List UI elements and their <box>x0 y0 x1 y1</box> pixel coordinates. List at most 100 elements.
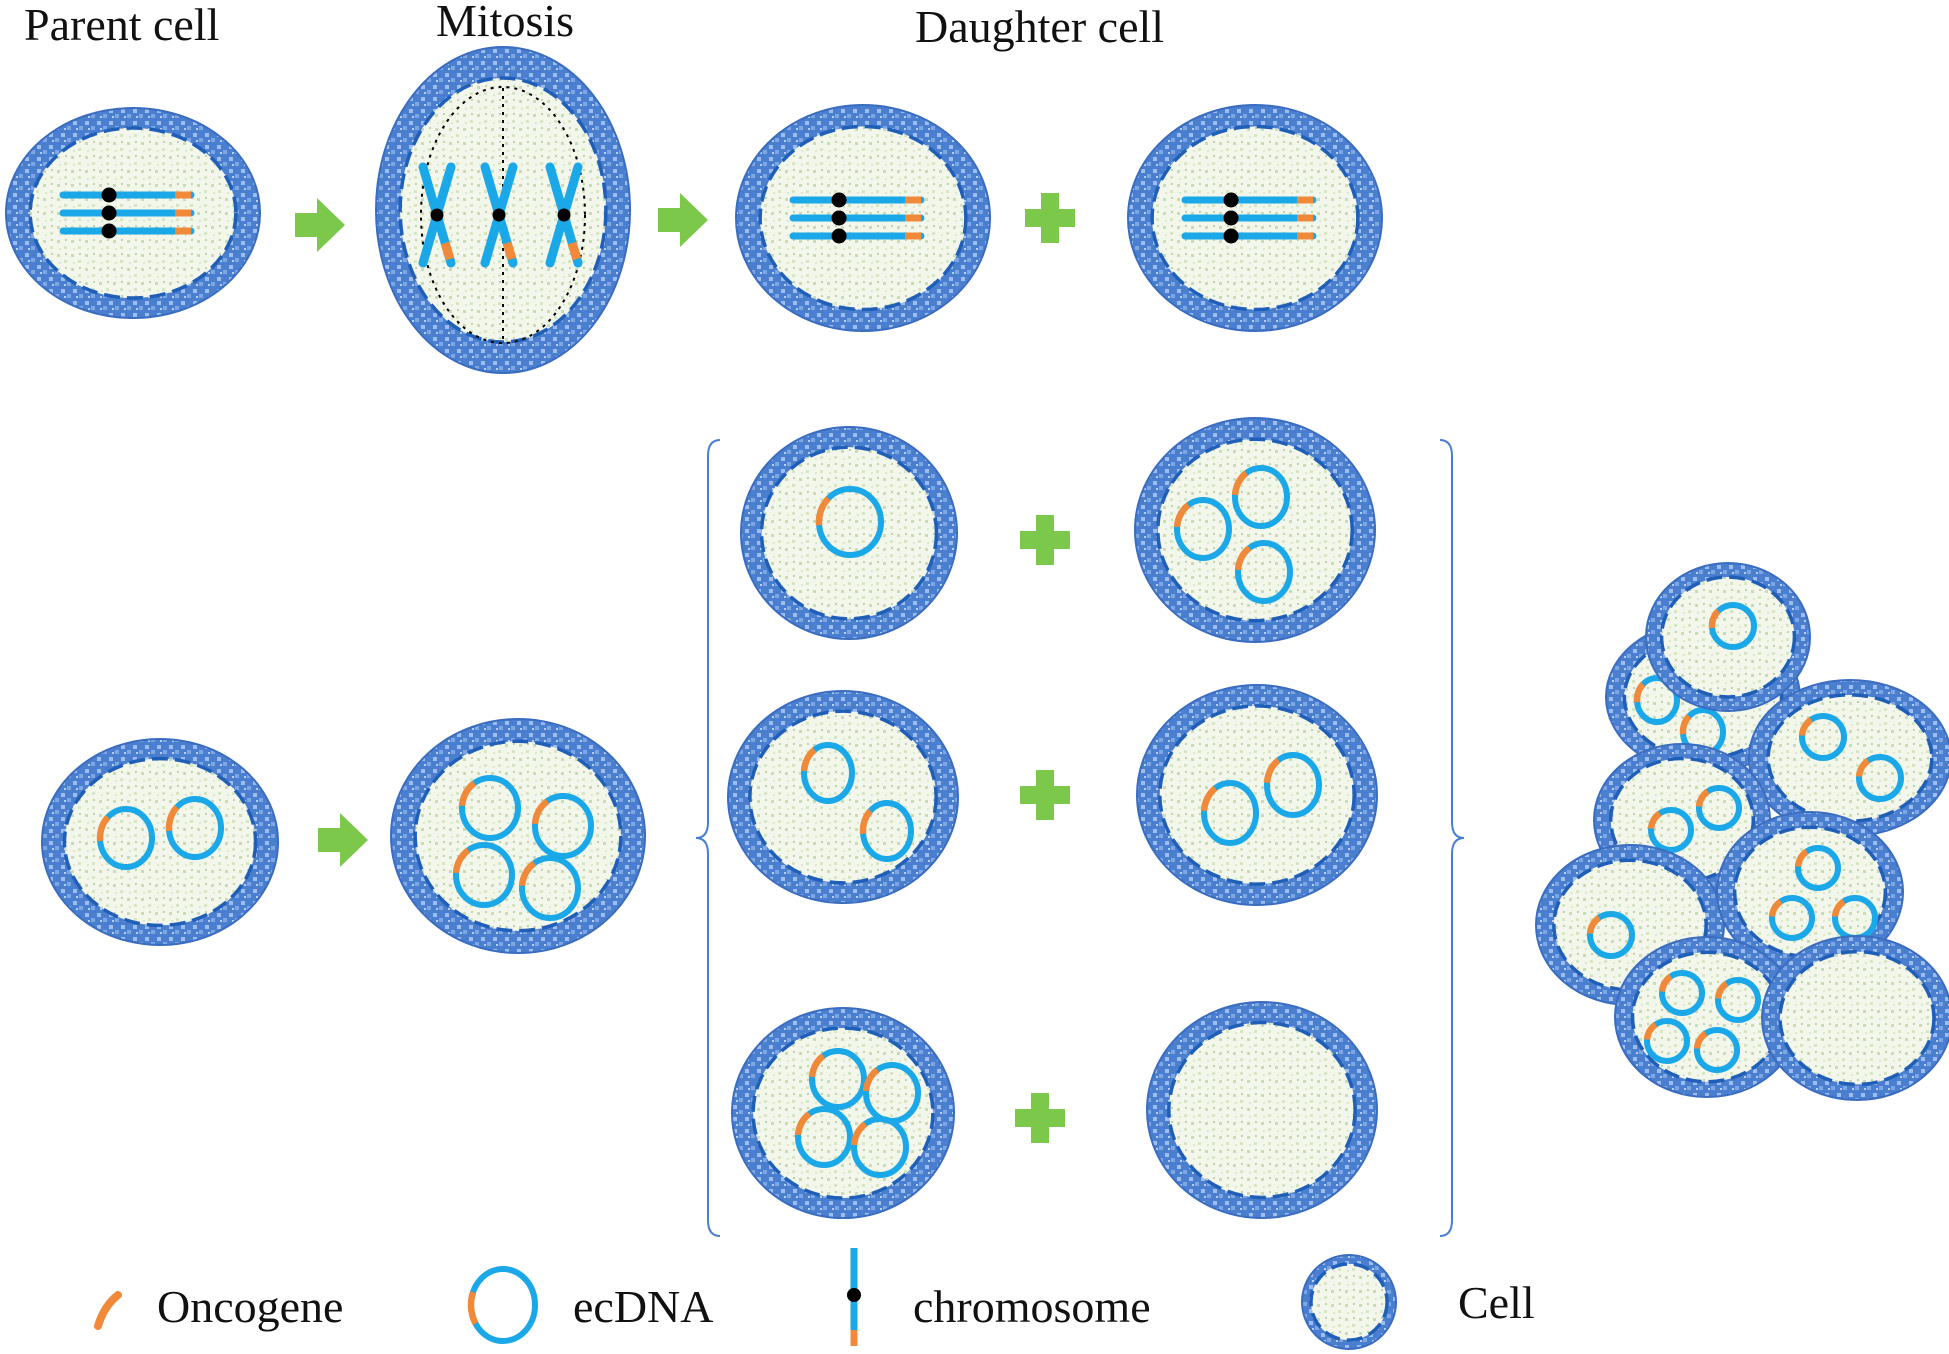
right-arrow-icon <box>295 198 345 252</box>
legend-ecdna-icon <box>467 1266 538 1344</box>
legend-oncogene-label: Oncogene <box>157 1281 343 1332</box>
centromere <box>847 1288 861 1302</box>
oncogene-segment <box>1768 898 1783 918</box>
oncogene-segment <box>1643 1021 1658 1041</box>
oncogene-segment <box>165 805 180 832</box>
oncogene-segment <box>1695 788 1710 808</box>
ecdna-ring <box>1644 1018 1690 1064</box>
cluster-cell <box>1761 935 1949 1101</box>
cell-cytoplasm <box>761 447 937 619</box>
nuclear-envelope <box>1150 124 1360 312</box>
oncogene-segment <box>794 1111 812 1136</box>
ecdna-ring <box>1696 785 1742 831</box>
centromere <box>831 210 847 226</box>
outcome-2-right-cell <box>1136 684 1378 906</box>
centromere <box>492 208 506 222</box>
centromere <box>101 223 117 239</box>
centromere <box>101 205 117 221</box>
ecdna-ring <box>1235 540 1293 604</box>
legend-chromosome-icon <box>847 1248 861 1346</box>
cell-cytoplasm <box>1661 577 1795 697</box>
nuclear-envelope <box>1309 1262 1389 1342</box>
oncogene-segment <box>800 747 817 772</box>
header-parent-cell: Parent cell <box>24 0 219 50</box>
oncogene-segment <box>1714 980 1729 1000</box>
legend-chromosome-label: chromosome <box>913 1281 1151 1332</box>
nuclear-envelope <box>413 739 623 933</box>
ecdna-ring <box>801 742 855 804</box>
nuclear-envelope <box>751 1026 935 1200</box>
nuclear-envelope <box>62 756 258 928</box>
oncogene-segment <box>1658 973 1673 993</box>
ecdna-ring <box>459 775 521 841</box>
cluster-cell <box>1748 679 1949 837</box>
ecdna-ring <box>1769 895 1815 941</box>
oncogene-segment <box>567 241 582 261</box>
cell-cytoplasm <box>1768 694 1932 822</box>
ecdna-ring <box>1174 497 1232 561</box>
parent-cell <box>5 107 261 319</box>
legend-ecdna-label: ecDNA <box>573 1281 714 1332</box>
nuclear-envelope <box>1156 437 1354 623</box>
plus-icon <box>1025 193 1075 243</box>
ecdna-ring <box>1694 1027 1740 1073</box>
oncogene-segment <box>502 241 517 261</box>
header-daughter-cell: Daughter cell <box>915 1 1164 52</box>
cluster-cell <box>1614 936 1800 1098</box>
nuclear-envelope <box>28 126 238 300</box>
ecdna-ring <box>1232 465 1290 529</box>
nuclear-envelope <box>1158 704 1356 886</box>
oncogene-segment <box>1794 848 1809 868</box>
ecdna-ring <box>851 1116 909 1178</box>
ecdna-ring <box>1587 911 1635 959</box>
oncogene-segment <box>1633 682 1646 703</box>
plus-icon <box>1020 770 1070 820</box>
oncogene-segment <box>1234 545 1252 571</box>
centromere <box>831 192 847 208</box>
cell-cytoplasm <box>1157 439 1353 621</box>
nuclear-envelope <box>748 709 938 885</box>
cluster-cell <box>1645 562 1811 712</box>
right-bracket-icon <box>1439 439 1465 1237</box>
legend-ecdna-ring <box>468 1266 538 1344</box>
nuclear-envelope <box>1778 949 1936 1087</box>
oncogene-segment <box>815 496 831 526</box>
oncogene-segment <box>1647 810 1662 830</box>
oncogene-segment <box>1855 757 1871 777</box>
outcome-1-right-cell <box>1134 417 1376 643</box>
centromere <box>1223 210 1239 226</box>
outcome-3-right-cell <box>1146 1001 1378 1219</box>
ecdna-replicated-cell <box>390 718 646 954</box>
oncogene-segment <box>1679 714 1692 735</box>
oncogene-segment <box>531 798 550 825</box>
nuclear-envelope <box>1732 825 1888 959</box>
daughter-cell-2 <box>1127 104 1383 332</box>
cell-cytoplasm <box>1159 705 1355 885</box>
centromere <box>430 208 444 222</box>
ecdna-ring <box>809 1048 867 1110</box>
oncogene-segment <box>518 860 537 887</box>
oncogene-segment <box>1831 898 1846 918</box>
nuclear-envelope <box>1659 575 1797 699</box>
centromere <box>1223 192 1239 208</box>
centromere <box>1223 228 1239 244</box>
oncogene-segment <box>808 1053 826 1078</box>
oncogene-segment <box>96 815 111 842</box>
legend-cell-icon <box>1301 1254 1397 1350</box>
legend <box>94 1248 1397 1350</box>
ecdna-parent-cell <box>41 738 279 946</box>
ecdna-ring <box>1715 977 1761 1023</box>
ecdna-ring <box>1799 713 1847 761</box>
oncogene-segment <box>440 241 455 261</box>
oncogene-segment <box>458 780 477 807</box>
ecdna-ring <box>1856 754 1904 802</box>
oncogene-segment <box>467 1291 479 1325</box>
nuclear-envelope <box>758 124 968 312</box>
right-arrow-icon <box>658 193 708 247</box>
oncogene-segment <box>1586 914 1602 934</box>
plus-icon <box>1020 515 1070 565</box>
nuclear-envelope <box>1167 1020 1357 1200</box>
nuclear-envelope <box>398 76 608 344</box>
right-arrow-icon <box>318 813 368 867</box>
